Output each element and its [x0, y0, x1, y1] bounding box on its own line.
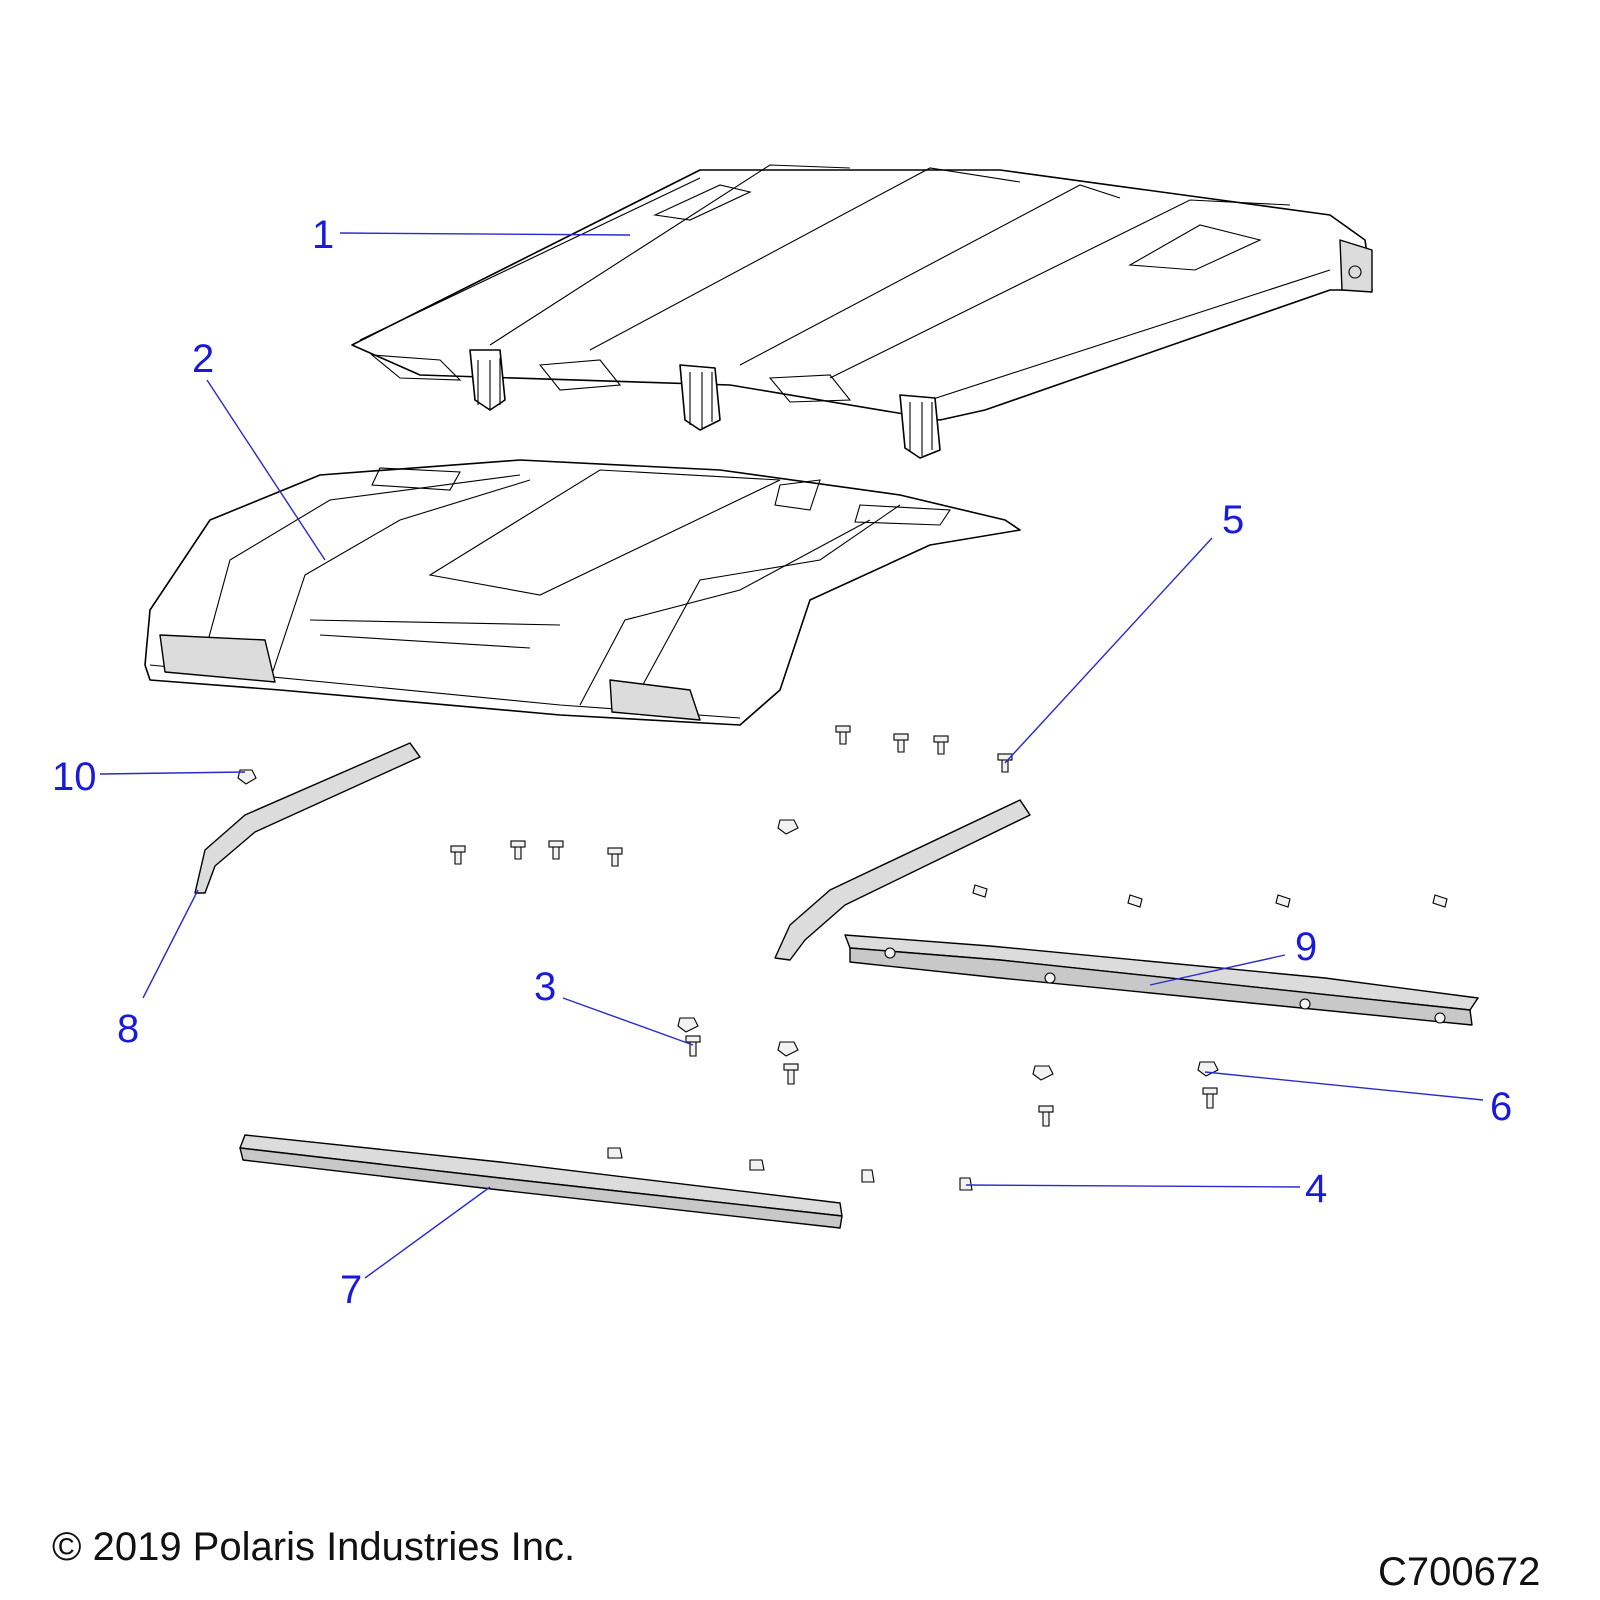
part-8-right-trim: [774, 799, 1031, 961]
callout-2: 2: [192, 337, 214, 381]
copyright-text: © 2019 Polaris Industries Inc.: [52, 1525, 576, 1569]
callout-5: 5: [1222, 498, 1244, 542]
callout-10: 10: [52, 755, 97, 799]
part-7-front-strip: [239, 1134, 843, 1229]
callout-9: 9: [1295, 925, 1317, 969]
leader-6: [1204, 1071, 1484, 1101]
leader-9: [1149, 954, 1286, 986]
part-8-left-trim: [194, 742, 421, 894]
leader-4: [965, 1184, 1301, 1188]
leader-lines: [99, 232, 1484, 1279]
callout-8: 8: [117, 1007, 139, 1051]
leader-5: [1004, 537, 1213, 764]
leader-3: [562, 997, 694, 1046]
callout-labels: 1 2 3 4 5 6 7 8 9 10: [52, 213, 1512, 1312]
callout-3: 3: [534, 965, 556, 1009]
leader-10: [99, 771, 246, 775]
fastener-group: [237, 725, 1448, 1191]
callout-7: 7: [340, 1268, 362, 1312]
part-1-roof-frame: [351, 164, 1373, 459]
leader-2: [206, 379, 326, 561]
diagram-code: C700672: [1378, 1550, 1541, 1594]
callout-4: 4: [1305, 1167, 1327, 1211]
callout-6: 6: [1490, 1085, 1512, 1129]
leader-1: [339, 232, 631, 236]
part-9-channel: [844, 934, 1479, 1026]
part-2-roof-shell: [144, 459, 1021, 726]
callout-1: 1: [312, 213, 334, 257]
leader-7: [364, 1186, 491, 1279]
leader-8: [142, 889, 199, 999]
